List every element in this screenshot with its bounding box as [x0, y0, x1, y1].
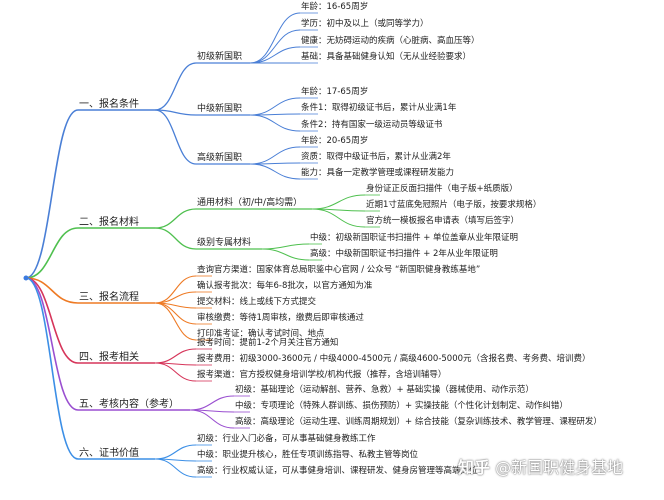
section-4-leaf-3-connector	[154, 362, 197, 382]
root-to-section-6-connector	[25, 277, 79, 460]
section-3-leaf-2: 确认报考批次：每年6-8批次，以官方通知为准	[197, 281, 373, 291]
section-1-sub-3-label: 高级新国职	[197, 153, 243, 163]
section-5-leaf-1: 初级：基础理论（运动解剖、营养、急救）+ 基础实操（器械使用、动作示范）	[235, 385, 534, 395]
section-1-to-sub-2-connector	[154, 109, 197, 116]
zhihu-logo-icon: 知乎	[458, 458, 491, 477]
root-to-section-5-connector	[25, 277, 79, 411]
section-5-label: 五、考核内容（参考）	[79, 399, 179, 410]
section-6-leaf-1-connector	[154, 444, 197, 460]
section-3-label: 三、报名流程	[79, 292, 139, 303]
section-2-sub-2-leaf-2-connector	[261, 248, 310, 261]
section-2-sub-1-leaf-1-connector	[311, 194, 366, 210]
section-2-sub-2-leaf-1-connector	[261, 243, 310, 250]
section-1-sub-2-leaf-1-connector	[249, 97, 301, 116]
section-1-sub-2-label: 中级新国职	[197, 104, 243, 114]
section-3-leaf-5-connector	[154, 302, 197, 341]
section-2-label: 二、报名材料	[79, 217, 139, 228]
section-4-leaf-3: 报考渠道：官方授权健身培训学校/机构代报（推荐，含培训辅导）	[197, 370, 447, 380]
section-4-label: 四、报考相关	[79, 352, 139, 363]
section-1-sub-2-leaf-3-connector	[249, 114, 301, 132]
section-2-to-sub-2-connector	[154, 227, 197, 250]
root-node	[23, 275, 29, 281]
section-6-leaf-3-connector	[154, 458, 197, 478]
root-to-section-4-connector	[25, 277, 79, 364]
section-6-leaf-1: 初级：行业入门必备，可从事基础健身教练工作	[197, 434, 376, 444]
section-1-sub-3-leaf-3-connector	[249, 163, 301, 180]
section-1-sub-1-label: 初级新国职	[197, 52, 243, 62]
section-6-label: 六、证书价值	[79, 448, 139, 459]
section-4-leaf-1-connector	[154, 348, 197, 364]
section-2-sub-1-leaf-3-connector	[311, 208, 366, 228]
section-1-sub-1-leaf-3-connector	[249, 46, 301, 64]
section-3-leaf-5: 打印准考证：确认考试时间、地点	[197, 329, 325, 339]
section-3-leaf-3: 提交材料：线上或线下方式提交	[197, 297, 317, 307]
root-to-section-2-connector	[25, 227, 79, 279]
section-4-leaf-1: 报考时间：提前1-2个月关注官方通知	[197, 338, 339, 348]
section-1-label: 一、报名条件	[79, 99, 139, 110]
section-3-leaf-2-connector	[154, 291, 197, 304]
zhihu-watermark: 知乎 @新国职健身基地	[458, 458, 623, 478]
section-3-leaf-1-connector	[154, 275, 197, 304]
section-2-sub-2-leaf-1: 中级：初级新国职证书扫描件 + 单位盖章从业年限证明	[310, 233, 519, 243]
section-2-sub-2-label: 级别专属材料	[197, 238, 252, 248]
section-1-sub-1-leaf-1: 年龄：16-65周岁	[301, 2, 369, 12]
section-2-sub-1-leaf-3: 官方统一模板报名申请表（填写后签字）	[366, 216, 520, 226]
section-2-to-sub-1-connector	[154, 208, 197, 229]
section-1-sub-2-leaf-2: 条件1：取得初级证书后，累计从业满1年	[301, 103, 457, 113]
section-4-leaf-2: 报考费用：初级3000-3600元 / 中级4000-4500元 / 高级460…	[197, 354, 591, 364]
section-1-sub-1-leaf-2: 学历：初中及以上（或同等学力）	[301, 19, 429, 29]
watermark-account: @新国职健身基地	[495, 458, 624, 477]
section-2-sub-2-leaf-2: 高级：中级新国职证书扫描件 + 2年从业年限证明	[310, 249, 498, 259]
section-1-sub-1-leaf-4: 基础：具备基础健身认知（无从业经验要求）	[301, 52, 472, 62]
section-1-sub-3-leaf-1: 年龄：20-65周岁	[301, 136, 369, 146]
section-1-to-sub-1-connector	[154, 62, 197, 111]
section-5-leaf-3: 高级：高级理论（运动生理、训练周期规划）+ 综合技能（复杂训练技术、教学管理、课…	[235, 417, 602, 427]
section-5-leaf-3-connector	[189, 409, 235, 429]
section-2-sub-1-label: 通用材料（初/中/高均需）	[197, 198, 303, 208]
section-1-sub-1-leaf-2-connector	[249, 29, 301, 64]
section-6-leaf-2: 中级：职业提升核心，胜任专项训练指导、私教主管等岗位	[197, 450, 419, 460]
section-6-leaf-3: 高级：行业权威认证，可从事健身培训、课程研发、健身房管理等高端岗位	[197, 466, 478, 476]
section-3-leaf-4: 审核缴费：等待1周审核，缴费后即审核通过	[197, 313, 364, 323]
section-5-leaf-1-connector	[189, 395, 235, 411]
section-1-sub-1-leaf-3: 健康：无妨碍运动的疾病（心脏病、高血压等）	[301, 36, 480, 46]
section-1-sub-2-leaf-1: 年龄：17-65周岁	[301, 87, 369, 97]
section-5-leaf-2: 中级：专项理论（特殊人群训练、损伤预防）+ 实操技能（个性化计划制定、动作纠错）	[235, 401, 568, 411]
root-to-section-1-connector	[25, 109, 79, 279]
section-1-sub-2-leaf-3: 条件2：持有国家一级运动员等级证书	[301, 120, 443, 130]
section-2-sub-1-leaf-2: 近期1寸蓝底免冠照片（电子版，按要求规格）	[366, 200, 542, 210]
section-2-sub-1-leaf-1: 身份证正反面扫描件（电子版+纸质版）	[366, 184, 518, 194]
section-1-sub-3-leaf-2: 资质：取得中级证书后，累计从业满2年	[301, 152, 451, 162]
section-3-leaf-1: 查询官方渠道：国家体育总局职鉴中心官网 / 公众号 “新国职健身教练基地”	[197, 265, 481, 275]
section-1-to-sub-3-connector	[154, 109, 197, 165]
root-to-section-3-connector	[25, 277, 79, 304]
section-1-sub-3-leaf-1-connector	[249, 146, 301, 165]
section-1-sub-3-leaf-3: 能力：具备一定教学管理或课程研发能力	[301, 168, 455, 178]
